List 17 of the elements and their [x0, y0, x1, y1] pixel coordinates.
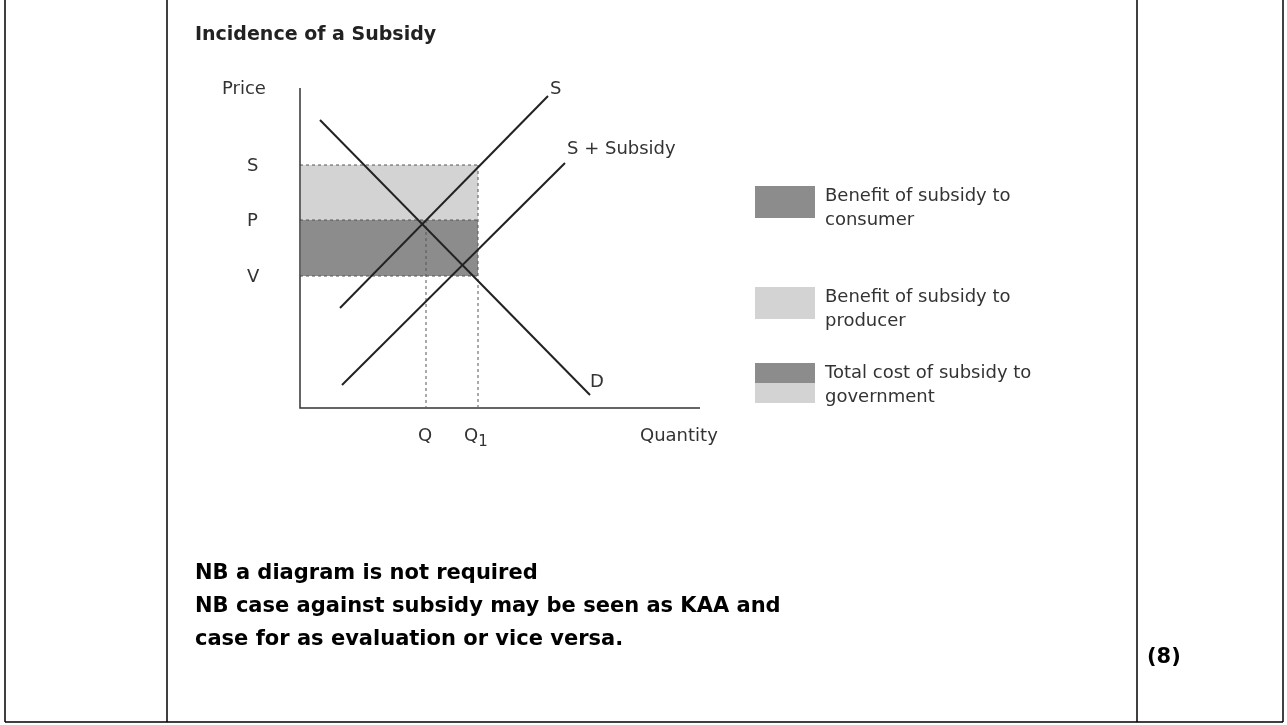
curve-label: D: [590, 370, 604, 392]
chart-title: Incidence of a Subsidy: [195, 22, 437, 44]
axis-label: Price: [222, 77, 266, 99]
tick-label: P: [247, 209, 258, 231]
tick-label: V: [247, 265, 260, 287]
legend-text: Benefit of subsidy to consumer: [825, 183, 1012, 231]
tick-label: Q: [418, 424, 433, 446]
curve-label: S: [550, 77, 562, 99]
mark-text: (8): [1147, 643, 1181, 670]
axis-label: Quantity: [640, 424, 718, 446]
legend-text: Benefit of subsidy to producer: [825, 284, 1012, 332]
tick-label: S: [247, 154, 259, 176]
legend-text: Total cost of subsidy to government: [825, 360, 1033, 408]
curve-label: S + Subsidy: [567, 137, 676, 159]
note-text: NB a diagram is not required: [195, 559, 538, 586]
note-text: NB case against subsidy may be seen as KAA and case for as evaluation or vice versa.: [195, 592, 782, 652]
tick-label: Q$_{1}$: [464, 424, 488, 452]
